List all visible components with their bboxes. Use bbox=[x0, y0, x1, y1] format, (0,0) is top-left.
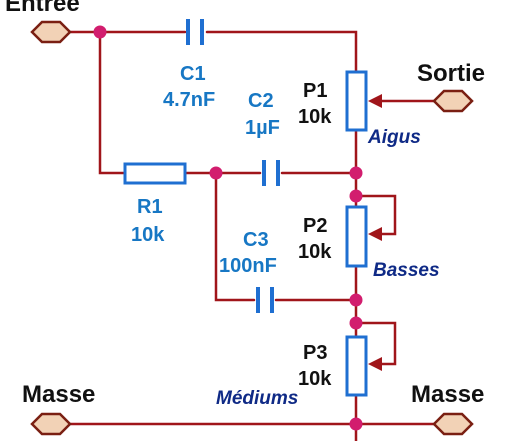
label-c2-name: C2 bbox=[248, 90, 274, 112]
connector-sortie bbox=[432, 89, 474, 113]
label-p1-name: P1 bbox=[303, 80, 327, 102]
potentiometer-p3-symbol bbox=[345, 335, 368, 397]
potentiometer-p2-symbol bbox=[345, 205, 368, 268]
label-p1-value: 10k bbox=[298, 106, 332, 128]
p3-wiper-arrow bbox=[368, 357, 382, 371]
label-c1-name: C1 bbox=[180, 63, 206, 85]
p3-wiper-loop bbox=[354, 321, 397, 366]
resistor-r1-symbol bbox=[123, 162, 187, 185]
p1-wiper-arrow bbox=[368, 94, 382, 108]
p2-wiper-loop bbox=[354, 194, 397, 236]
label-c3-value: 100nF bbox=[219, 255, 277, 277]
node-entree bbox=[93, 25, 107, 39]
label-masse-right: Masse bbox=[411, 381, 484, 408]
junction-nodes bbox=[93, 25, 363, 431]
label-r1-name: R1 bbox=[137, 196, 163, 218]
label-sortie: Sortie bbox=[417, 60, 485, 87]
p2-wiper-arrow bbox=[368, 227, 382, 241]
label-p3-name: P3 bbox=[303, 342, 327, 364]
label-p2-function: Basses bbox=[373, 260, 440, 281]
node-r1-c2 bbox=[209, 166, 223, 180]
connector-masse-right bbox=[432, 412, 474, 436]
label-p1-function: Aigus bbox=[367, 127, 421, 148]
label-c3-name: C3 bbox=[243, 229, 269, 251]
label-r1-value: 10k bbox=[131, 224, 165, 246]
label-c2-value: 1µF bbox=[245, 117, 280, 139]
label-p2-name: P2 bbox=[303, 215, 327, 237]
label-p2-value: 10k bbox=[298, 241, 332, 263]
node-p2-top bbox=[349, 189, 363, 203]
label-masse-left: Masse bbox=[22, 381, 95, 408]
node-p2-c3 bbox=[349, 293, 363, 307]
node-masse bbox=[349, 417, 363, 431]
connector-entree bbox=[30, 20, 72, 44]
capacitor-c1-symbol bbox=[186, 19, 204, 45]
connector-masse-left bbox=[30, 412, 72, 436]
wire-c3-left bbox=[214, 171, 256, 302]
label-p3-value: 10k bbox=[298, 368, 332, 390]
capacitor-c2-symbol bbox=[262, 160, 280, 186]
wire-entree-down bbox=[98, 30, 127, 175]
wire-c1-right bbox=[205, 30, 358, 74]
capacitor-c3-symbol bbox=[256, 287, 274, 313]
label-c1-value: 4.7nF bbox=[163, 89, 215, 111]
label-p3-function: Médiums bbox=[216, 388, 298, 409]
potentiometer-p1-symbol bbox=[345, 70, 368, 132]
node-p1-c2 bbox=[349, 166, 363, 180]
label-entree: Entree bbox=[5, 0, 80, 17]
node-p3-top bbox=[349, 316, 363, 330]
